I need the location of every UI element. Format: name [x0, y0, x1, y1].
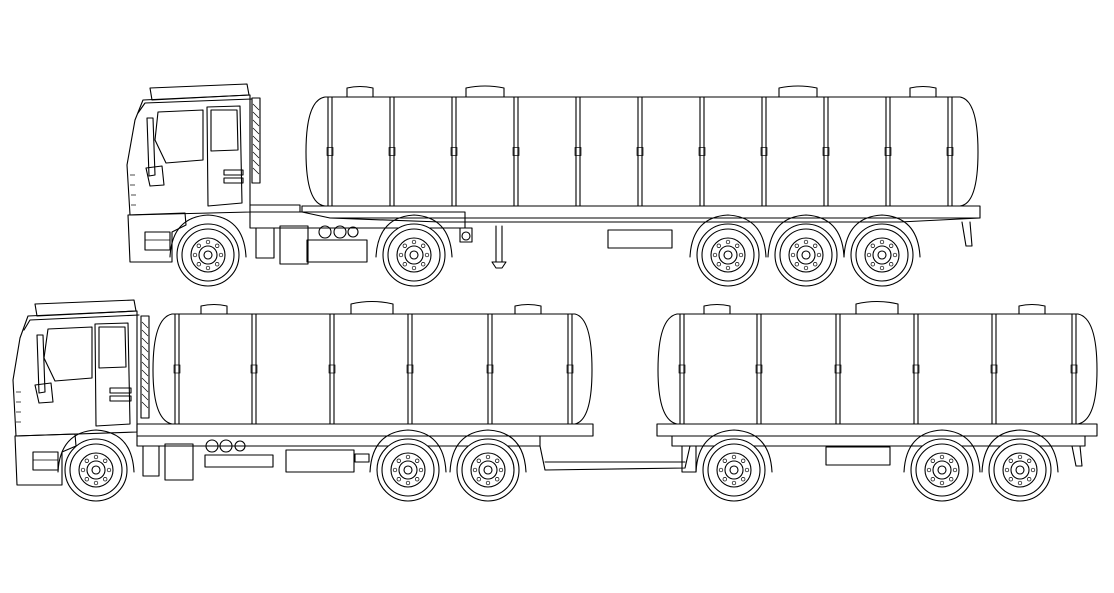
tank-band: [884, 96, 892, 207]
side-mirror: [36, 334, 46, 394]
landing-gear: [491, 261, 507, 269]
tank-band: [406, 313, 414, 425]
battery-box: [164, 443, 194, 481]
tank-band: [990, 313, 998, 425]
manhole-lid: [909, 85, 937, 98]
manhole-lid: [350, 300, 394, 315]
toolbox: [607, 229, 673, 249]
tank-rigid: [152, 300, 593, 425]
tank-band: [512, 96, 520, 207]
tank-band: [173, 313, 181, 425]
air-tank: [306, 239, 368, 263]
manhole-lid: [514, 303, 542, 315]
tank-band: [574, 96, 582, 207]
manhole-lid: [200, 303, 228, 315]
semi-trailer-tanker: [126, 83, 981, 287]
manhole-lid: [855, 300, 899, 315]
fuel-tank: [142, 445, 160, 477]
trailer-wheels: [695, 429, 1059, 502]
tank-band: [822, 96, 830, 207]
tank-band: [760, 96, 768, 207]
tank-shell: [305, 96, 979, 207]
side-mirror: [146, 117, 156, 177]
tank-top: [305, 85, 979, 207]
tank-band: [450, 96, 458, 207]
wheel: [375, 214, 453, 287]
drawbar-trailer-tanker: [656, 300, 1098, 502]
tank-band: [912, 313, 920, 425]
tank-band: [1070, 313, 1078, 425]
rigid-truck-tanker: [12, 299, 691, 502]
wheel: [169, 214, 247, 287]
tank-band: [566, 313, 574, 425]
tank-shell: [152, 313, 593, 425]
fuel-tank: [255, 227, 275, 259]
manhole-lid: [1018, 303, 1046, 315]
wheel: [689, 214, 767, 287]
trailer-deck: [301, 205, 981, 269]
tractor-chassis: [249, 204, 473, 265]
tank-shell: [657, 313, 1098, 425]
tank-band: [636, 96, 644, 207]
tank-band: [486, 313, 494, 425]
door-window: [98, 326, 127, 369]
wheel: [369, 429, 447, 502]
cab-window: [43, 326, 93, 382]
tank-band: [946, 96, 954, 207]
wheel: [903, 429, 981, 502]
tank-band: [250, 313, 258, 425]
tank-band: [328, 313, 336, 425]
tank-band: [834, 313, 842, 425]
battery-box: [279, 225, 309, 265]
wheel: [981, 429, 1059, 502]
cab-door: [206, 105, 243, 207]
cab-door: [94, 322, 131, 427]
tank-trailer: [657, 300, 1098, 425]
tank-band: [388, 96, 396, 207]
truck-wheels: [57, 429, 527, 502]
air-tank: [285, 449, 355, 473]
wheel: [57, 429, 135, 502]
manhole-lid: [703, 303, 731, 315]
wheel: [843, 214, 921, 287]
tractor-cab: [126, 83, 261, 263]
tank-band: [755, 313, 763, 425]
manhole-lid: [778, 85, 818, 98]
tank-band: [698, 96, 706, 207]
front-bumper: [127, 212, 187, 263]
exhaust-stack: [251, 97, 261, 184]
manhole-lid: [346, 85, 374, 98]
wheel: [695, 429, 773, 502]
exhaust-stack: [140, 315, 150, 419]
wheel: [767, 214, 845, 287]
manhole-lid: [465, 85, 505, 98]
toolbox: [825, 446, 891, 466]
semi-wheels: [169, 214, 921, 287]
wheel: [449, 429, 527, 502]
drawbar: [539, 445, 691, 471]
cab-window: [154, 109, 204, 164]
door-window: [210, 109, 239, 152]
tank-band: [678, 313, 686, 425]
tank-band: [326, 96, 334, 207]
